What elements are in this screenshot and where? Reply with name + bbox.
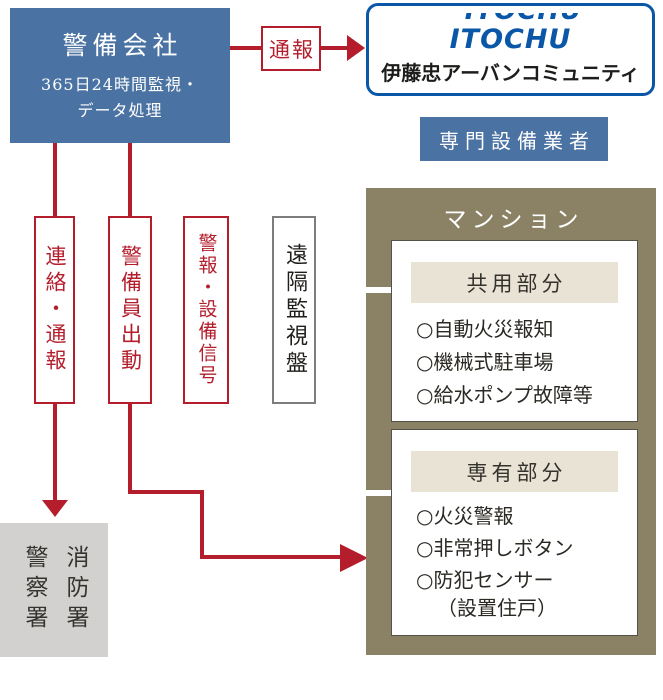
signal-tab-common — [366, 287, 392, 293]
list-item: ○自動火災報知 — [416, 317, 554, 341]
specialist-contractor-box: 専門設備業者 — [420, 117, 608, 161]
connector-line-guard-top — [128, 143, 132, 216]
tsuho-label-box: 通報 — [261, 26, 321, 71]
private-area-header: 専有部分 — [411, 451, 618, 492]
connector-line-elbow-h1 — [128, 490, 204, 494]
police-fire-box: 警察署 消防署 — [0, 523, 108, 657]
connector-line-contact-top — [53, 143, 57, 216]
specialist-contractor-label: 専門設備業者 — [439, 128, 595, 153]
connector-line-elbow-h2 — [200, 555, 340, 559]
common-area-box: 共用部分 ○自動火災報知 ○機械式駐車場 ○給水ポンプ故障等 — [391, 240, 638, 422]
itochu-logo-echo: ITOCHU — [465, 13, 582, 26]
fire-station-label: 消防署 — [62, 545, 88, 635]
subtitle-line2: データ処理 — [77, 101, 163, 121]
tsuho-line-right — [321, 46, 348, 50]
channel-label-remote-monitor-panel: 遠隔監視盤 — [282, 242, 307, 378]
security-company-box: 警備会社 365日24時間監視・ データ処理 — [10, 8, 230, 143]
itochu-logo: ITOCHU ITOCHU — [439, 13, 582, 53]
subtitle-line1: 365日24時間監視・ — [41, 75, 199, 94]
right-arrowhead-icon — [347, 35, 365, 61]
channel-label-alarm-signal: 警報・設備信号 — [195, 233, 218, 387]
list-item: ○火災警報 — [416, 504, 514, 528]
signal-tab-private — [366, 490, 392, 496]
down-arrowhead-icon — [42, 500, 68, 517]
connector-line-guard-bottom — [128, 404, 132, 494]
itochu-logo-wordmark: ITOCHU — [449, 24, 572, 55]
itochu-company-name: 伊藤忠アーバンコミュニティ — [381, 61, 640, 85]
common-area-header: 共用部分 — [411, 262, 618, 303]
channel-box-guard-dispatch: 警備員出動 — [108, 216, 152, 404]
channel-box-contact-report: 連絡・通報 — [34, 216, 75, 404]
mansion-box: マンション 共用部分 ○自動火災報知 ○機械式駐車場 ○給水ポンプ故障等 専有部… — [366, 188, 656, 655]
connector-line-elbow-v — [200, 490, 204, 559]
list-item: ○給水ポンプ故障等 — [416, 383, 593, 407]
channel-box-remote-monitor-panel: 遠隔監視盤 — [272, 216, 316, 404]
private-area-items: ○火災警報 ○非常押しボタン ○防犯センサー （設置住戸） — [416, 500, 573, 620]
mansion-arrowhead-icon — [340, 544, 368, 572]
list-sub-item: （設置住戸） — [437, 596, 557, 620]
list-item: ○機械式駐車場 — [416, 350, 554, 374]
channel-label-contact-report: 連絡・通報 — [43, 245, 67, 375]
mansion-title: マンション — [443, 207, 584, 233]
private-area-box: 専有部分 ○火災警報 ○非常押しボタン ○防犯センサー （設置住戸） — [391, 429, 638, 636]
channel-label-guard-dispatch: 警備員出動 — [118, 245, 143, 375]
common-area-items: ○自動火災報知 ○機械式駐車場 ○給水ポンプ故障等 — [416, 313, 593, 412]
list-item: ○非常押しボタン — [416, 536, 574, 560]
security-company-title: 警備会社 — [62, 31, 183, 60]
tsuho-line-left — [230, 46, 261, 50]
list-item: ○防犯センサー — [416, 568, 554, 592]
security-company-subtitle: 365日24時間監視・ データ処理 — [10, 72, 230, 125]
itochu-company-box: ITOCHU ITOCHU 伊藤忠アーバンコミュニティ — [366, 3, 655, 96]
connector-line-contact-bottom — [53, 404, 57, 500]
channel-box-alarm-signal: 警報・設備信号 — [183, 216, 229, 404]
tsuho-label: 通報 — [269, 37, 315, 62]
police-station-label: 警察署 — [21, 545, 47, 635]
